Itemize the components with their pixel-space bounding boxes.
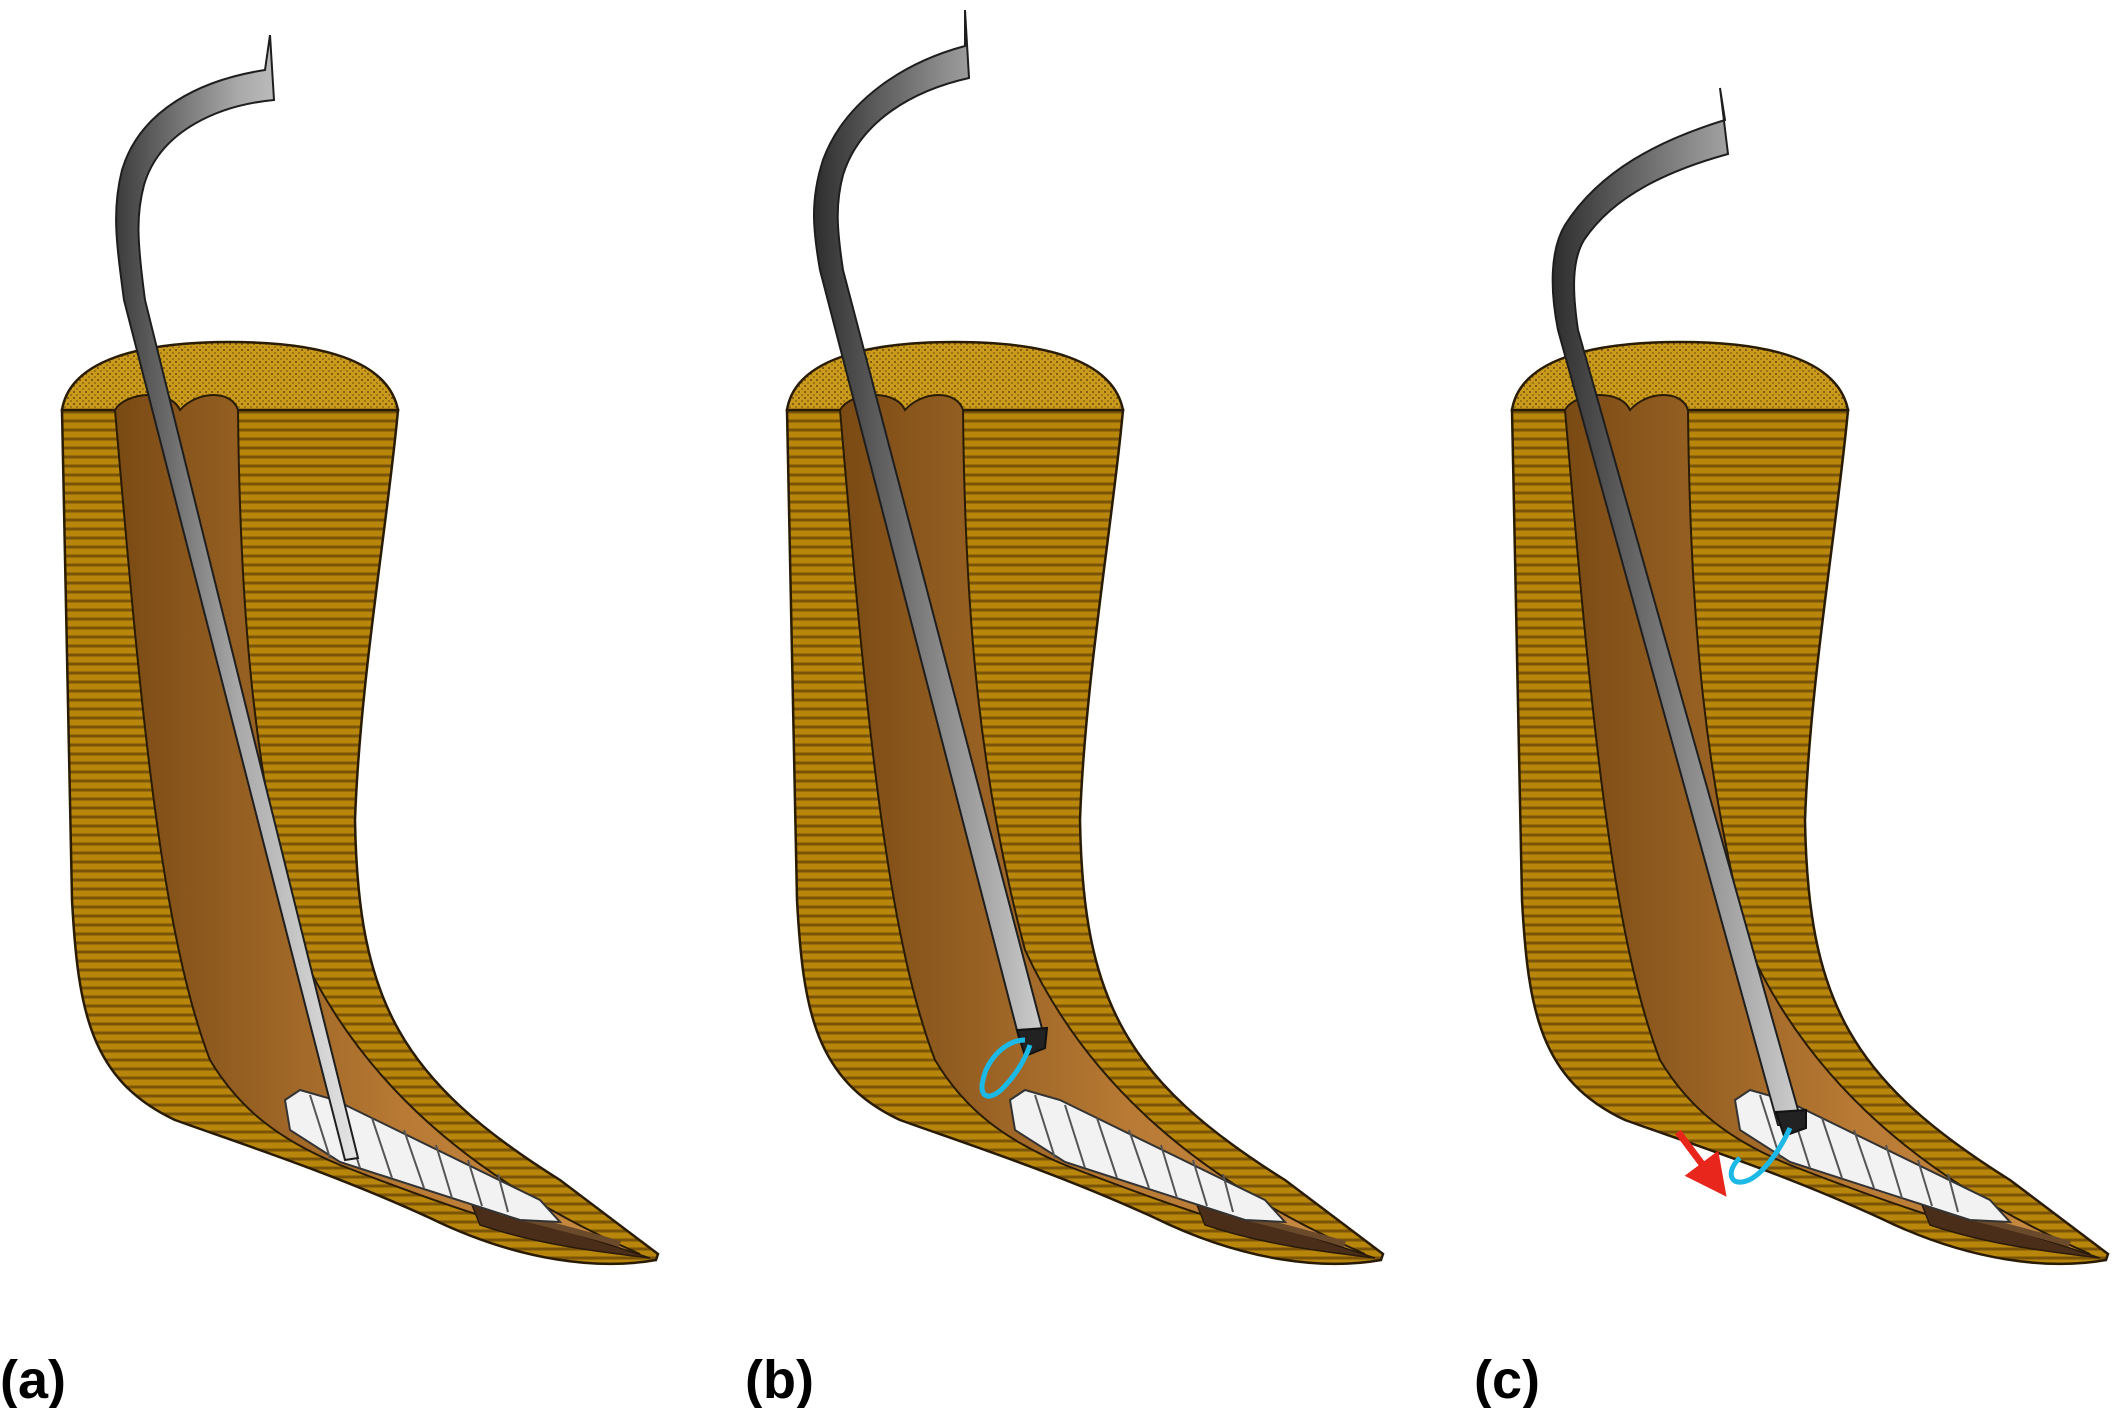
instrument (813, 9, 1047, 1044)
wire-loop (1728, 1126, 1793, 1185)
panel-c: (c) (1474, 87, 2108, 1408)
wire-loop (979, 1037, 1033, 1099)
panel-label-b: (b) (745, 1350, 814, 1408)
direction-arrow (1675, 1129, 1727, 1197)
instrument (1551, 87, 1804, 1127)
panel-b: (b) (745, 9, 1383, 1408)
tooth-illustration (62, 342, 658, 1264)
instrument (115, 34, 360, 1162)
panel-label-c: (c) (1474, 1350, 1540, 1408)
panel-label-a: (a) (0, 1350, 66, 1408)
panel-a: (a) (0, 34, 658, 1408)
